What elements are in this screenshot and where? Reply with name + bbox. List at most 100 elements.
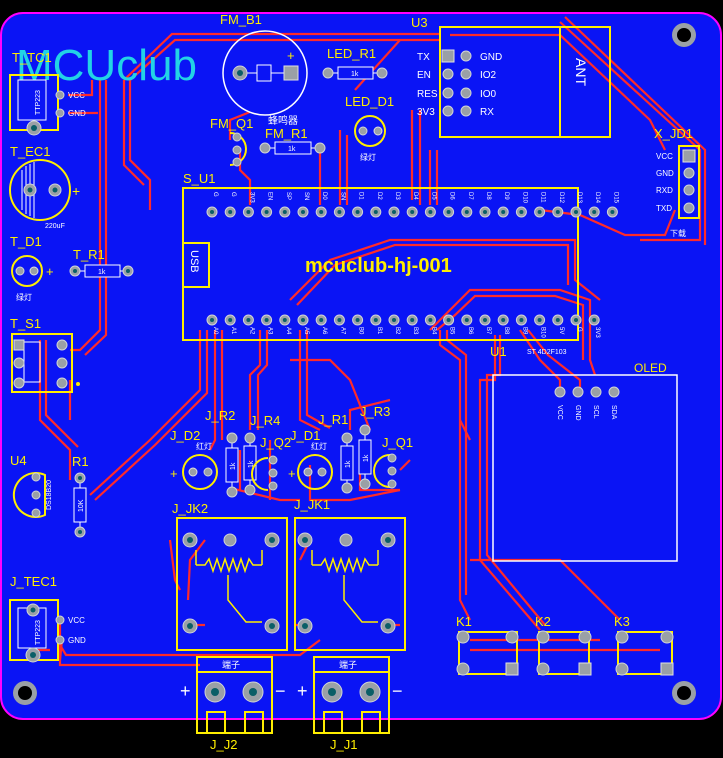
header-pin-label: D2 [376,192,382,200]
j-d1-ref: J_D1 [290,428,320,443]
svg-text:VCC: VCC [68,616,85,625]
header-pin-hole [410,318,415,322]
j-r2-resistor: J_R2 1k [205,408,239,498]
svg-text:VCC: VCC [556,405,563,420]
svg-text:1k: 1k [288,146,296,153]
header-pin-label: D6 [449,192,455,200]
k3-button: K3 [614,614,674,676]
j-d1-led: J_D1 + 红灯 [288,428,333,490]
t-tc1-gnd: GND [68,109,86,118]
t-d1-led: T_D1 + 绿灯 [10,234,54,302]
header-pin-hole [246,210,251,214]
svg-text:DS18B20: DS18B20 [46,480,53,510]
j-q2-ref: J_Q2 [260,435,291,450]
t-tc1-ref: T_TC1 [12,50,52,65]
header-pin-hole [555,318,560,322]
t-s1-switch: T_S1 [10,316,80,393]
k2-ref: K2 [535,614,551,629]
header-pin-hole [392,210,396,214]
header-pin-hole [355,210,360,214]
header-pin-label: A7 [339,327,345,335]
u3-wifi-module: U3 ANT TX EN RES 3V3 GND IO2 IO0 RX [411,15,611,138]
header-pin-label: A4 [285,327,291,335]
j-tec1-module: J_TEC1 TTP223 VCC GND [9,574,86,663]
header-pin-label: G [230,192,236,197]
header-pin-label: 3V3 [248,192,254,203]
j-j2-ref: J_J2 [210,737,237,752]
header-pin-label: D1 [358,192,364,200]
t-tc1-module: TTP223 T_TC1 VCC GND [9,50,86,136]
header-pin-label: 3V3 [594,327,600,338]
svg-text:3V3: 3V3 [417,107,435,118]
svg-text:1k: 1k [351,71,359,78]
svg-text:+: + [180,681,191,701]
header-pin-hole [373,210,378,214]
header-pin-label: D0 [321,192,327,200]
j-j1-terminal: 端子 + − J_J1 [297,656,403,752]
j-r3-resistor: J_R3 1k [358,404,390,490]
j-d2-ref: J_D2 [170,428,200,443]
svg-text:GND: GND [574,405,581,421]
svg-text:+: + [297,681,308,701]
header-pin-label: B10 [540,327,546,338]
s-u1-title: mcuclub-hj-001 [305,255,452,277]
header-pin-hole [246,318,251,322]
header-pin-label: D13 [576,192,582,204]
header-pin-hole [228,210,233,214]
header-pin-label: D7 [467,192,473,200]
header-pin-hole [428,318,433,322]
header-pin-hole [501,210,506,214]
header-pin-label: D15 [612,192,618,204]
t-ec1-capacitor: T_EC1 + 220uF [9,144,80,230]
svg-text:RES: RES [417,89,438,100]
svg-text:RX: RX [480,107,494,118]
header-pin-hole [537,318,542,322]
header-pin-hole [464,318,469,322]
svg-text:GND: GND [480,52,502,63]
header-pin-label: A1 [230,327,236,335]
header-pin-hole [519,318,524,322]
header-pin-hole [210,210,214,214]
u3-ant: ANT [573,58,589,86]
svg-text:VCC: VCC [656,152,673,161]
header-pin-hole [610,210,615,214]
header-pin-hole [355,318,360,322]
fm-r1-ref: FM_R1 [265,126,308,141]
t-r1-resistor: T_R1 1k [69,247,134,278]
mounting-holes [13,23,696,705]
header-pin-label: D5 [430,192,436,200]
header-pin-label: D9 [503,192,509,200]
fm-r1-label: 蜂鸣器 [268,114,298,127]
header-pin-label: B3 [412,327,418,335]
k3-ref: K3 [614,614,630,629]
header-pin-label: B9 [521,327,527,335]
k1-button: K1 [456,614,519,676]
header-pin-label: D8 [485,192,491,200]
header-pin-label: D3 [394,192,400,200]
svg-text:+: + [46,264,54,279]
t-ec1-value: 220uF [45,223,65,230]
svg-text:端子: 端子 [222,659,240,670]
svg-text:TXD: TXD [656,204,672,213]
u1-ref: U1 [490,344,507,359]
header-pin-hole [392,318,396,322]
svg-text:GND: GND [656,169,674,178]
header-pin-hole [428,210,433,214]
j-jk1-ref: J_JK1 [294,497,330,512]
svg-text:1k: 1k [248,460,255,468]
svg-text:1k: 1k [363,454,370,462]
header-pin-label: D14 [594,192,600,204]
x-jd1-ref: X_JD1 [654,126,693,141]
header-pin-label: D12 [558,192,564,204]
header-pin-hole [410,210,415,214]
j-jk2-relay: J_JK2 [172,501,288,651]
j-q1-transistor: J_Q1 [373,435,413,489]
header-pin-label: D11 [540,192,546,203]
header-pin-label: B1 [376,327,382,335]
svg-text:IO0: IO0 [480,89,497,100]
t-d1-ref: T_D1 [10,234,42,249]
header-pin-label: A5 [303,327,309,335]
